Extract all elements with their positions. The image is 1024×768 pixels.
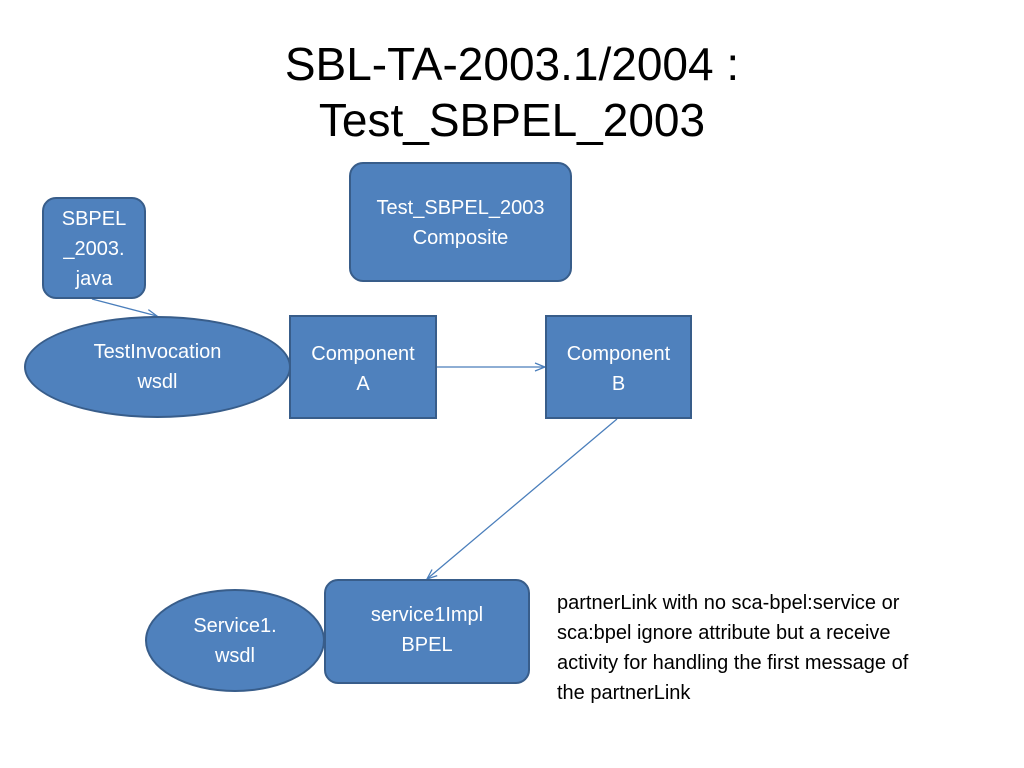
note-line-4: the partnerLink [557, 682, 691, 704]
arrow-componentb-to-service1impl [427, 418, 618, 579]
composite-label-line-1: Test_SBPEL_2003 [376, 197, 545, 219]
composite-box: Test_SBPEL_2003 Composite [349, 162, 572, 282]
title-line-2: Test_SBPEL_2003 [318, 94, 706, 146]
test-invocation-label-line-1: TestInvocation [93, 341, 222, 363]
java-client-box: SBPEL _2003. java [42, 197, 146, 299]
title-line-1: SBL-TA-2003.1/2004 : [284, 38, 740, 90]
component-a-label-line-2: A [356, 373, 370, 395]
service1-wsdl-label-line-1: Service1. [193, 614, 277, 637]
note-line-3: activity for handling the first message … [557, 652, 909, 674]
service1-impl-bpel-box: service1Impl BPEL [324, 579, 530, 684]
note-line-2: sca:bpel ignore attribute but a receive [557, 622, 891, 644]
arrow-java-to-testinvocation [91, 298, 157, 316]
composite-label-line-2: Composite [412, 227, 509, 249]
service1-wsdl-ellipse: Service1. wsdl [145, 589, 325, 692]
service1-impl-label-line-1: service1Impl [370, 604, 484, 626]
service1-impl-label-line-2: BPEL [401, 634, 453, 656]
component-a-label-line-1: Component [311, 343, 415, 365]
slide-title: SBL-TA-2003.1/2004 : Test_SBPEL_2003 [112, 36, 912, 148]
test-invocation-label-line-2: wsdl [137, 371, 178, 393]
partnerlink-note: partnerLink with no sca-bpel:service or … [557, 588, 997, 708]
java-client-label-line-1: SBPEL [61, 208, 127, 230]
component-b-label-line-2: B [611, 373, 626, 395]
component-a-box: Component A [289, 315, 437, 419]
component-b-box: Component B [545, 315, 692, 419]
test-invocation-wsdl-ellipse: TestInvocation wsdl [24, 316, 291, 418]
component-b-label-line-1: Component [566, 343, 671, 365]
java-client-label-line-2: _2003. [63, 238, 125, 260]
java-client-label-line-3: java [75, 268, 113, 290]
note-line-1: partnerLink with no sca-bpel:service or [557, 592, 900, 614]
service1-wsdl-label-line-2: wsdl [214, 644, 255, 667]
